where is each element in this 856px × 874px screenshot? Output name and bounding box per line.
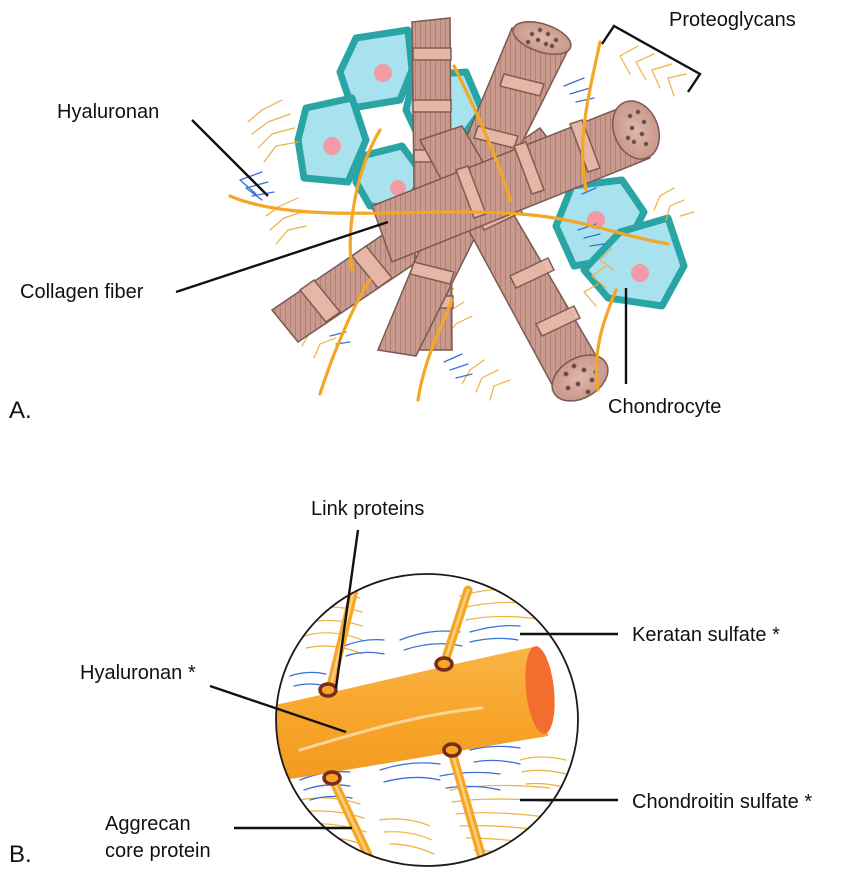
label-aggrecan-line2: core protein bbox=[105, 840, 211, 862]
proteoglycans-bracket bbox=[602, 26, 700, 92]
label-proteoglycans: Proteoglycans bbox=[669, 9, 796, 31]
label-aggrecan-line1: Aggrecan bbox=[105, 813, 191, 835]
label-keratan-sulfate: Keratan sulfate * bbox=[632, 624, 780, 646]
label-hyaluronan-a: Hyaluronan bbox=[57, 101, 159, 123]
panel-label-b: B. bbox=[9, 841, 32, 868]
link-proteins-leader-line bbox=[336, 530, 358, 688]
label-collagen-fiber: Collagen fiber bbox=[20, 281, 144, 303]
label-chondroitin-sulfate: Chondroitin sulfate * bbox=[632, 791, 812, 813]
hyaluronan-tube bbox=[270, 645, 559, 782]
panel-label-a: A. bbox=[9, 397, 32, 424]
label-link-proteins: Link proteins bbox=[311, 498, 424, 520]
label-chondrocyte: Chondrocyte bbox=[608, 396, 721, 418]
panel-a-illustration bbox=[230, 15, 694, 410]
label-hyaluronan-b: Hyaluronan * bbox=[80, 662, 196, 684]
hyaluronan-leader-line bbox=[192, 120, 268, 196]
